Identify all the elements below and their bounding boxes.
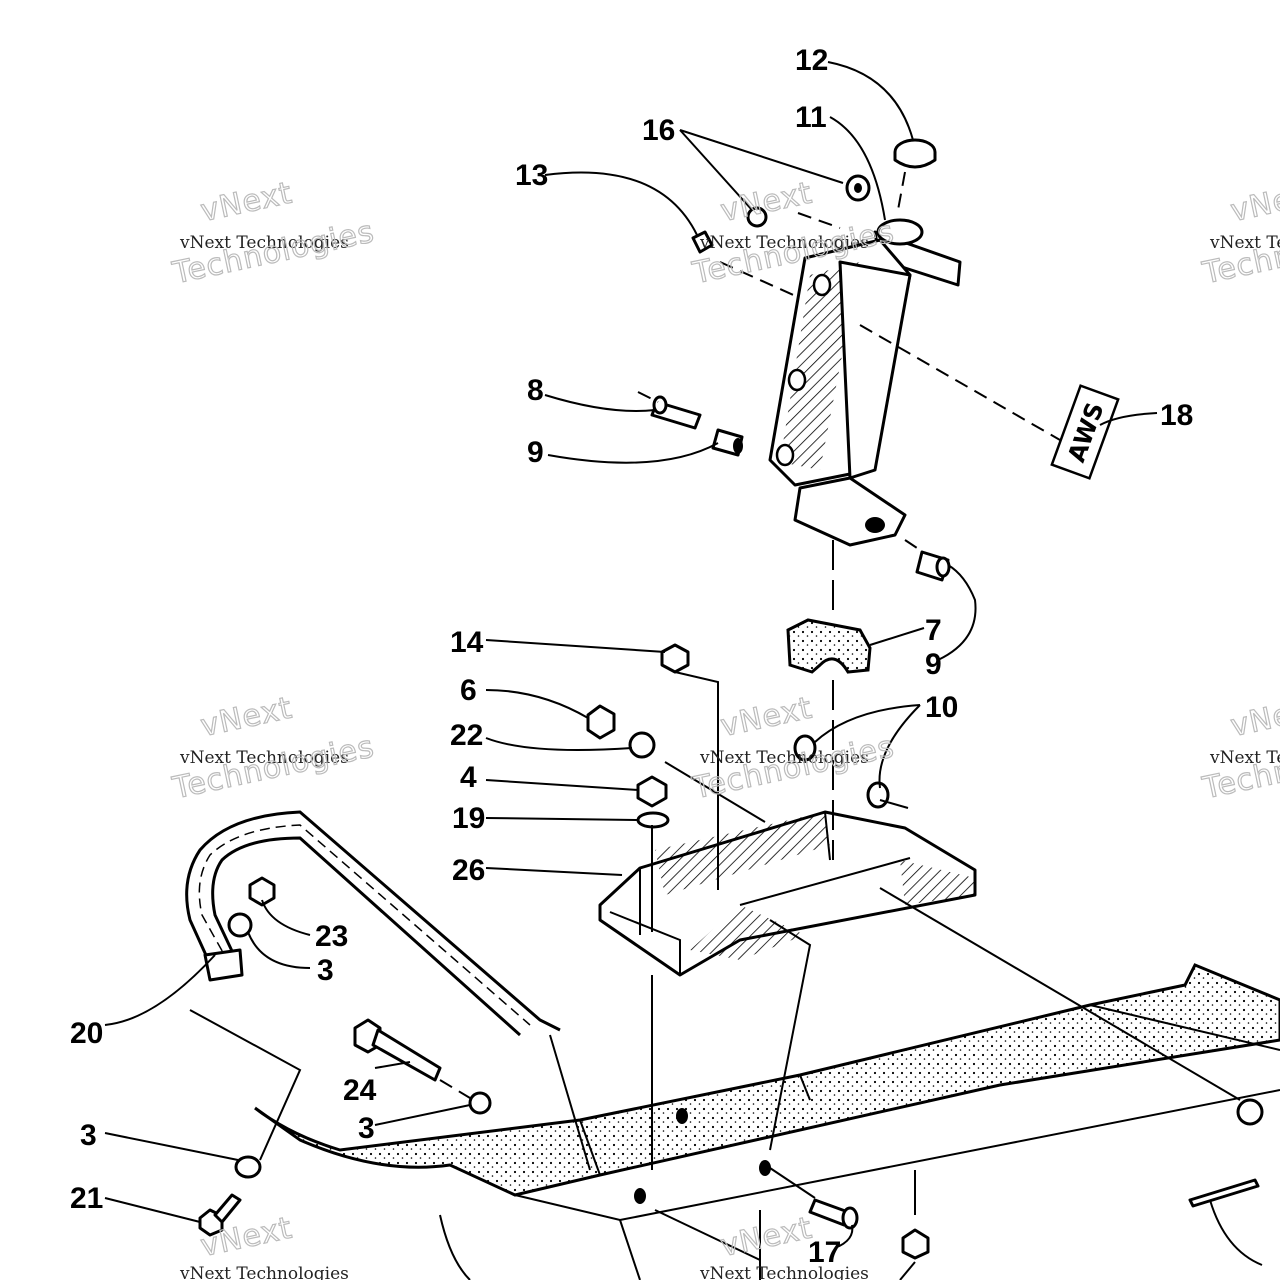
bolt-24 <box>353 1018 442 1082</box>
washer-3c <box>234 1155 262 1179</box>
watermark-small: vNext Technologies <box>699 1264 869 1280</box>
watermark-5: vNext vNext Technologies Technologies <box>688 690 898 807</box>
leader-lines <box>104 61 1263 1280</box>
callout-10: 10 <box>925 691 958 724</box>
nut-4 <box>636 775 668 808</box>
watermark-small: vNext Technologies <box>179 233 349 253</box>
watermark-small: vNext Technologies <box>179 1264 349 1280</box>
callout-22: 22 <box>450 719 483 752</box>
callout-13: 13 <box>515 159 548 192</box>
bushing-16a-hole <box>854 183 862 193</box>
ski-body <box>254 963 1280 1280</box>
pin-8 <box>650 395 702 430</box>
callout-9a: 9 <box>527 436 544 469</box>
callout-17: 17 <box>808 1236 841 1269</box>
watermark-small: vNext Technologies <box>699 748 869 768</box>
grommet-10b <box>866 781 890 809</box>
callout-14: 14 <box>450 626 484 659</box>
callout-24: 24 <box>343 1074 377 1107</box>
watermark-big-top: vNext <box>198 691 296 744</box>
watermark-3: vNext vNext Technologies Technologies <box>1198 175 1280 292</box>
callout-21: 21 <box>70 1182 103 1215</box>
watermark-big-top: vNext <box>198 176 296 229</box>
block-7 <box>786 618 872 674</box>
fitting-13 <box>691 230 714 254</box>
callout-23: 23 <box>315 920 348 953</box>
callout-3c: 3 <box>80 1119 97 1152</box>
washer-3a <box>227 912 253 938</box>
watermark-big-bottom: Technologies <box>169 729 378 806</box>
washer-right <box>1236 1098 1264 1126</box>
watermark-big-bottom: Technologies <box>689 729 898 806</box>
bushing-9b <box>915 550 951 582</box>
washer-22 <box>628 731 656 759</box>
bolt-21 <box>198 1193 242 1237</box>
washer-19 <box>636 811 670 829</box>
callout-4: 4 <box>460 761 477 794</box>
callout-labels: 12 11 16 13 8 9 18 7 9 14 6 10 22 4 19 2… <box>70 44 1193 1269</box>
callout-9b: 9 <box>925 648 942 681</box>
watermark-small: vNext Technologies <box>1209 233 1280 253</box>
nut-14 <box>660 643 690 674</box>
spindle-part <box>768 218 962 547</box>
callout-11: 11 <box>795 101 827 134</box>
watermark-big-top: vNext <box>718 1211 816 1264</box>
callout-20: 20 <box>70 1017 103 1050</box>
callout-26: 26 <box>452 854 485 887</box>
nut-23 <box>248 876 276 907</box>
bushing-16b <box>746 206 768 228</box>
watermark-small: vNext Technologies <box>179 748 349 768</box>
watermark-7: vNext vNext Technologies <box>179 1210 349 1280</box>
watermark-big-top: vNext <box>1228 176 1280 229</box>
callout-19: 19 <box>452 802 485 835</box>
callout-3a: 3 <box>317 954 334 987</box>
saddle-bracket-26 <box>598 810 977 977</box>
cap-part <box>893 138 937 169</box>
callout-3b: 3 <box>358 1112 375 1145</box>
nut-bottom <box>901 1228 930 1260</box>
watermark-1: vNext vNext Technologies Technologies <box>168 175 378 292</box>
watermark-small: vNext Technologies <box>1209 748 1280 768</box>
cotter-pin <box>1188 1178 1260 1208</box>
decal-18: AWS <box>1050 384 1120 480</box>
grommet-10a <box>793 734 817 762</box>
nut-6 <box>586 704 616 740</box>
watermark-small: vNext Technologies <box>699 233 869 253</box>
callout-12: 12 <box>795 44 828 77</box>
watermark-4: vNext vNext Technologies Technologies <box>168 690 378 807</box>
watermark-big-bottom: Technologies <box>169 214 378 291</box>
callout-8: 8 <box>527 374 544 407</box>
callout-16: 16 <box>642 114 675 147</box>
watermark-6: vNext vNext Technologies Technologies <box>1198 690 1280 807</box>
ski-handle-20 <box>185 810 561 1037</box>
watermark-big-top: vNext <box>1228 691 1280 744</box>
callout-6: 6 <box>460 674 477 707</box>
bolt-17 <box>808 1198 859 1230</box>
callout-18: 18 <box>1160 399 1193 432</box>
callout-7: 7 <box>925 614 942 647</box>
washer-3b <box>468 1091 492 1115</box>
bushing-9a <box>711 428 744 457</box>
